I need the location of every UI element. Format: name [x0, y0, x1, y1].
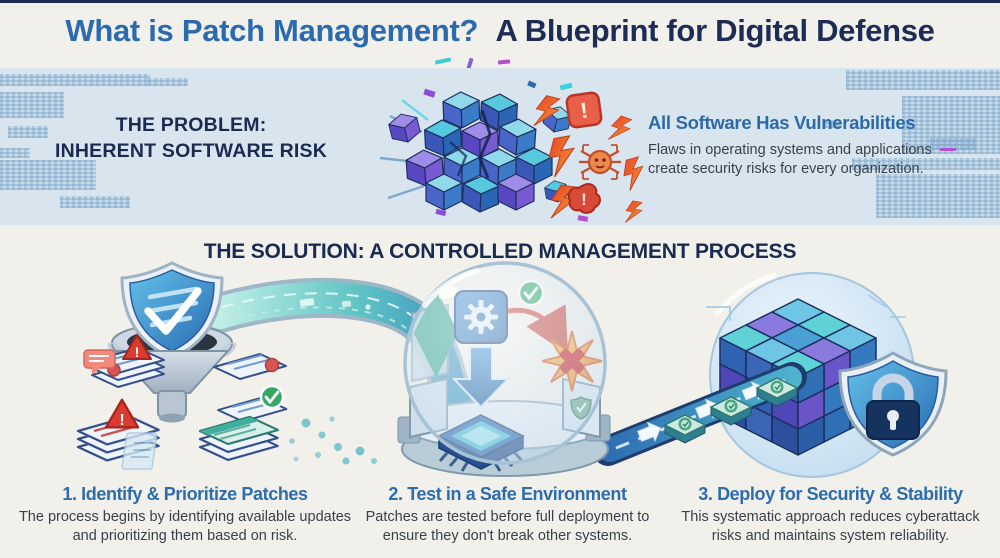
glitch-noise — [824, 120, 842, 128]
solution-illustration: ! ! — [76, 261, 948, 478]
glitch-noise — [0, 92, 64, 118]
glitch-noise — [852, 158, 1000, 170]
step-2-title: 2. Test in a Safe Environment — [388, 484, 627, 504]
problem-heading: THE PROBLEM: INHERENT SOFTWARE RISK — [26, 112, 356, 164]
callout-title: All Software Has Vulnerabilities — [648, 112, 916, 133]
confetti-dash-icon — [434, 57, 452, 65]
glitch-noise — [876, 174, 1000, 218]
problem-heading-line1: THE PROBLEM: — [115, 114, 267, 136]
step-1-body: The process begins by identifying availa… — [18, 509, 352, 544]
alert-square-icon: ! — [565, 91, 603, 129]
steps-row: 1. Identify & Prioritize Patches The pro… — [0, 484, 1000, 558]
problem-illustration: ! ! — [379, 80, 644, 224]
callout-body: Flaws in operating systems and applicati… — [648, 142, 932, 178]
shield-check-icon — [120, 261, 224, 360]
step-2: 2. Test in a Safe Environment Patches ar… — [350, 484, 665, 545]
step-1: 1. Identify & Prioritize Patches The pro… — [15, 484, 355, 545]
vulnerability-callout: All Software Has Vulnerabilities Flaws i… — [648, 112, 950, 179]
confetti-dash-icon — [497, 59, 511, 65]
glitch-noise — [148, 78, 188, 86]
warning-triangle-icon: ! — [122, 334, 152, 360]
step-1-title: 1. Identify & Prioritize Patches — [62, 484, 308, 504]
glitch-noise — [930, 138, 976, 150]
document-icon — [213, 353, 287, 380]
bug-icon — [579, 144, 621, 180]
step-3-body: This systematic approach reduces cyberat… — [681, 509, 980, 544]
page-title: What is Patch Management? A Blueprint fo… — [0, 13, 1000, 49]
svg-text:!: ! — [119, 411, 124, 429]
svg-text:!: ! — [135, 344, 140, 360]
step-3: 3. Deploy for Security & Stability This … — [668, 484, 993, 545]
fractured-cube-icon — [386, 90, 574, 214]
svg-text:!: ! — [581, 190, 587, 209]
glitch-noise — [8, 126, 48, 138]
shield-lock-icon — [838, 351, 948, 457]
glitch-noise — [0, 148, 30, 158]
document-stack-icon — [198, 415, 279, 462]
alert-blob-icon: ! — [567, 183, 601, 214]
speech-bubble-icon — [83, 349, 116, 375]
document-ghost-icon — [121, 432, 158, 470]
page-title-primary: What is Patch Management? — [65, 13, 479, 48]
check-circle-icon — [259, 384, 285, 410]
solution-heading: THE SOLUTION: A CONTROLLED MANAGEMENT PR… — [203, 240, 797, 263]
problem-heading-line2: INHERENT SOFTWARE RISK — [55, 140, 327, 162]
dome-glass — [403, 261, 607, 465]
svg-text:!: ! — [579, 98, 590, 124]
glitch-noise — [60, 196, 130, 208]
step-3-title: 3. Deploy for Security & Stability — [698, 484, 963, 504]
page-title-secondary: A Blueprint for Digital Defense — [495, 13, 935, 48]
top-border — [0, 0, 1000, 3]
glitch-noise — [0, 160, 96, 190]
glitch-noise — [0, 74, 150, 86]
step-2-body: Patches are tested before full deploymen… — [365, 509, 650, 544]
glitch-magenta-dash — [940, 148, 956, 151]
document-icon — [217, 396, 288, 423]
warning-triangle-icon: ! — [104, 398, 140, 429]
data-stream-dots — [289, 416, 377, 465]
glitch-noise — [846, 70, 1000, 90]
